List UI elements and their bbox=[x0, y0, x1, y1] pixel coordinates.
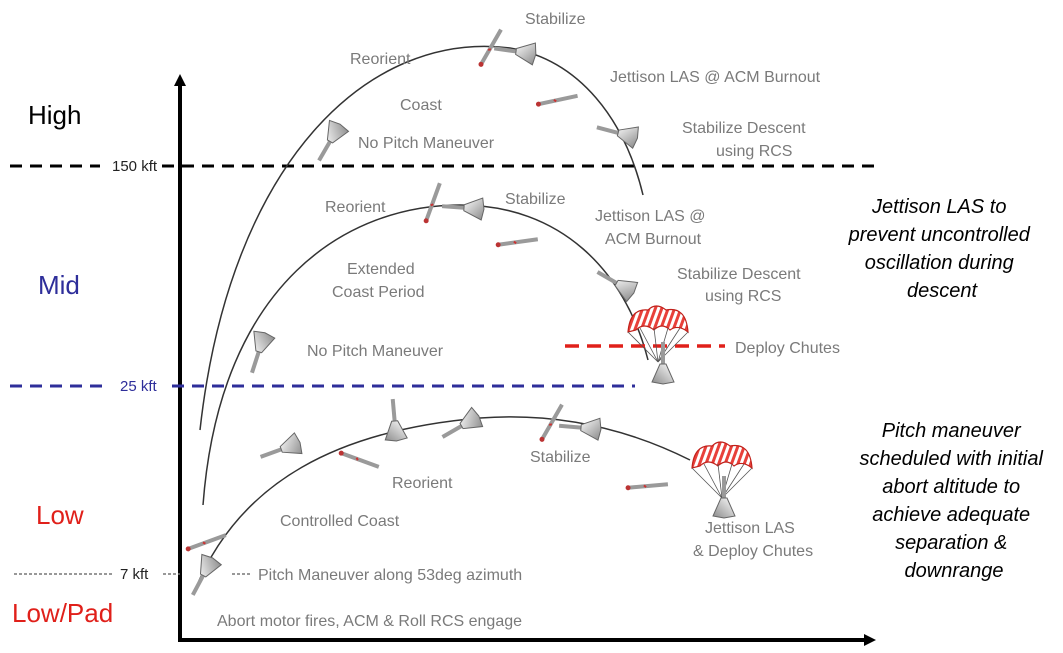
vehicle-icon bbox=[536, 401, 567, 445]
zone-label-low: Low bbox=[36, 500, 84, 530]
label-mid-jettison-2: ACM Burnout bbox=[605, 231, 702, 248]
vehicle-icon bbox=[183, 553, 222, 600]
note-jettison-line: prevent uncontrolled bbox=[848, 224, 1031, 246]
zone-label-low-pad: Low/Pad bbox=[12, 598, 113, 628]
label-high-stab-desc-2: using RCS bbox=[716, 143, 792, 160]
vehicle-icon bbox=[239, 327, 278, 379]
label-low-jettison-2: & Deploy Chutes bbox=[693, 543, 813, 560]
vehicle-icon bbox=[533, 91, 581, 110]
vehicle-icon bbox=[420, 180, 445, 226]
label-mid-no-pitch: No Pitch Maneuver bbox=[307, 343, 444, 360]
parachute-icon bbox=[627, 305, 689, 363]
trajectory-high bbox=[199, 45, 644, 431]
note-pitch-line: abort altitude to bbox=[882, 476, 1020, 498]
note-pitch: Pitch maneuver scheduled with initial ab… bbox=[860, 420, 1049, 582]
vehicle-icon bbox=[589, 260, 642, 305]
vehicle-icon bbox=[254, 430, 306, 470]
vehicle-icon bbox=[439, 193, 487, 223]
zone-label-high: High bbox=[28, 100, 81, 130]
label-high-coast: Coast bbox=[400, 97, 442, 114]
note-jettison-line: descent bbox=[907, 280, 978, 302]
note-pitch-line: Pitch maneuver bbox=[882, 420, 1022, 442]
label-mid-stab-desc-2: using RCS bbox=[705, 288, 781, 305]
label-high-stabilize: Stabilize bbox=[525, 11, 586, 28]
vehicle-icon bbox=[379, 396, 410, 444]
label-mid-stab-desc-1: Stabilize Descent bbox=[677, 266, 801, 283]
note-pitch-line: downrange bbox=[905, 560, 1004, 582]
label-low-reorient: Reorient bbox=[392, 475, 453, 492]
note-jettison-line: Jettison LAS to bbox=[871, 196, 1007, 218]
vehicle-icon bbox=[592, 114, 643, 151]
label-low-pitch-maneuver: Pitch Maneuver along 53deg azimuth bbox=[258, 567, 522, 584]
label-high-reorient: Reorient bbox=[350, 51, 411, 68]
label-mid-stabilize: Stabilize bbox=[505, 191, 566, 208]
threshold-label-7kft: 7 kft bbox=[120, 566, 149, 583]
vehicle-icon bbox=[493, 234, 541, 250]
label-mid-jettison-1: Jettison LAS @ bbox=[595, 208, 706, 225]
label-mid-extended-1: Extended bbox=[347, 261, 415, 278]
label-low-controlled-coast: Controlled Coast bbox=[280, 513, 400, 530]
note-jettison-line: oscillation during bbox=[865, 252, 1014, 274]
vehicle-icon bbox=[556, 412, 604, 443]
note-pitch-line: scheduled with initial bbox=[860, 448, 1044, 470]
label-low-stabilize: Stabilize bbox=[530, 449, 591, 466]
label-mid-extended-2: Coast Period bbox=[332, 284, 425, 301]
vehicle-icon bbox=[336, 447, 382, 472]
note-jettison: Jettison LAS to prevent uncontrolled osc… bbox=[848, 196, 1036, 302]
label-mid-reorient: Reorient bbox=[325, 199, 386, 216]
label-low-jettison-1: Jettison LAS bbox=[705, 520, 795, 537]
vehicle-icon bbox=[650, 340, 676, 386]
label-high-jettison: Jettison LAS @ ACM Burnout bbox=[610, 69, 821, 86]
label-high-no-pitch: No Pitch Maneuver bbox=[358, 135, 495, 152]
vehicle-icon bbox=[307, 116, 352, 169]
vehicle-icon bbox=[490, 35, 540, 68]
vehicle-icon bbox=[623, 479, 671, 493]
zone-label-mid: Mid bbox=[38, 270, 80, 300]
trajectory-low bbox=[194, 416, 691, 591]
label-high-stab-desc-1: Stabilize Descent bbox=[682, 120, 806, 137]
note-pitch-line: separation & bbox=[895, 532, 1007, 554]
label-low-abort-fires: Abort motor fires, ACM & Roll RCS engage bbox=[217, 613, 522, 630]
threshold-label-25kft: 25 kft bbox=[120, 378, 158, 395]
vehicle-icon bbox=[434, 404, 487, 449]
threshold-label-150kft: 150 kft bbox=[112, 158, 158, 175]
note-pitch-line: achieve adequate bbox=[872, 504, 1030, 526]
label-mid-deploy: Deploy Chutes bbox=[735, 340, 840, 357]
